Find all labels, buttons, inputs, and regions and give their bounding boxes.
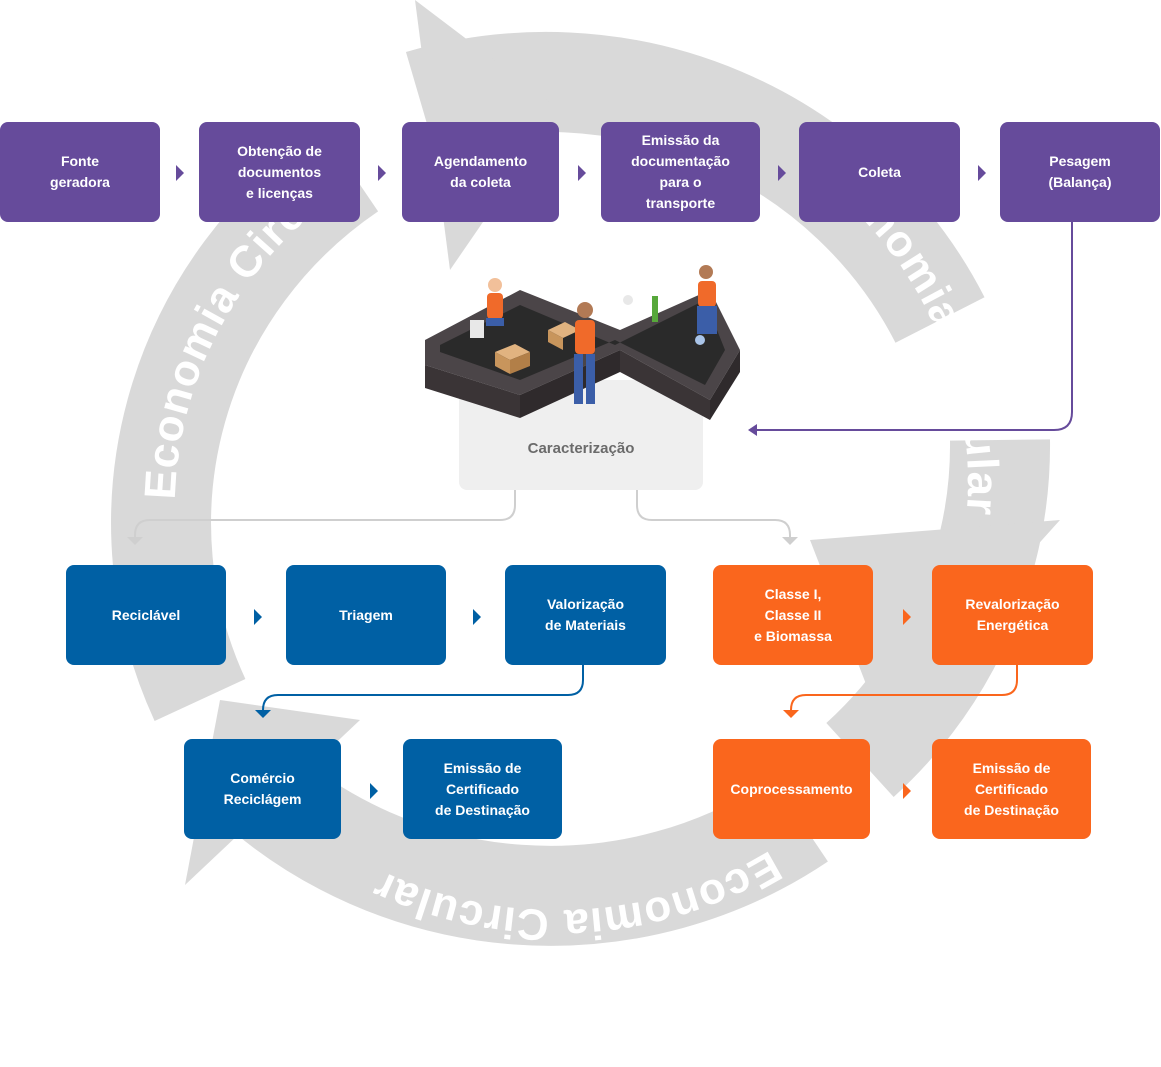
step-recycling-certificate: Emissão de Certificado de Destinação: [403, 739, 562, 839]
step-energy-revalorization: Revalorização Energética: [932, 565, 1093, 665]
step-transport-documentation: Emissão da documentação para o transport…: [601, 122, 760, 222]
worker-2: [574, 302, 595, 404]
step-recyclable: Reciclável: [66, 565, 226, 665]
weighing-to-characterization-connector: [755, 222, 1073, 431]
top-row-arrows: [176, 165, 986, 181]
characterization-label: Caracterização: [527, 440, 635, 457]
boxes: [495, 322, 580, 374]
step-waste-source: Fonte geradora: [0, 122, 160, 222]
blue-arrows: [254, 609, 481, 799]
sorted-items: [470, 295, 705, 345]
step-recycling-commerce: Comércio Reciclágem: [184, 739, 341, 839]
split-connectors: [134, 490, 791, 537]
step-collection: Coleta: [799, 122, 960, 222]
valorization-to-commerce-connector: [262, 665, 584, 711]
energy-to-coprocessing-connector: [790, 665, 1018, 711]
step-material-valorization: Valorização de Materiais: [505, 565, 666, 665]
step-sorting: Triagem: [286, 565, 446, 665]
characterization-arrowhead: [748, 424, 757, 436]
step-collection-scheduling: Agendamento da coleta: [402, 122, 559, 222]
step-class-biomass: Classe I, Classe II e Biomassa: [713, 565, 873, 665]
orange-arrows: [783, 609, 911, 799]
worker-3: [697, 265, 717, 334]
step-energy-certificate: Emissão de Certificado de Destinação: [932, 739, 1091, 839]
step-coprocessing: Coprocessamento: [713, 739, 870, 839]
worker-1: [486, 278, 504, 326]
step-weighing: Pesagem (Balança): [1000, 122, 1160, 222]
step-documents-licenses: Obtenção de documentos e licenças: [199, 122, 360, 222]
